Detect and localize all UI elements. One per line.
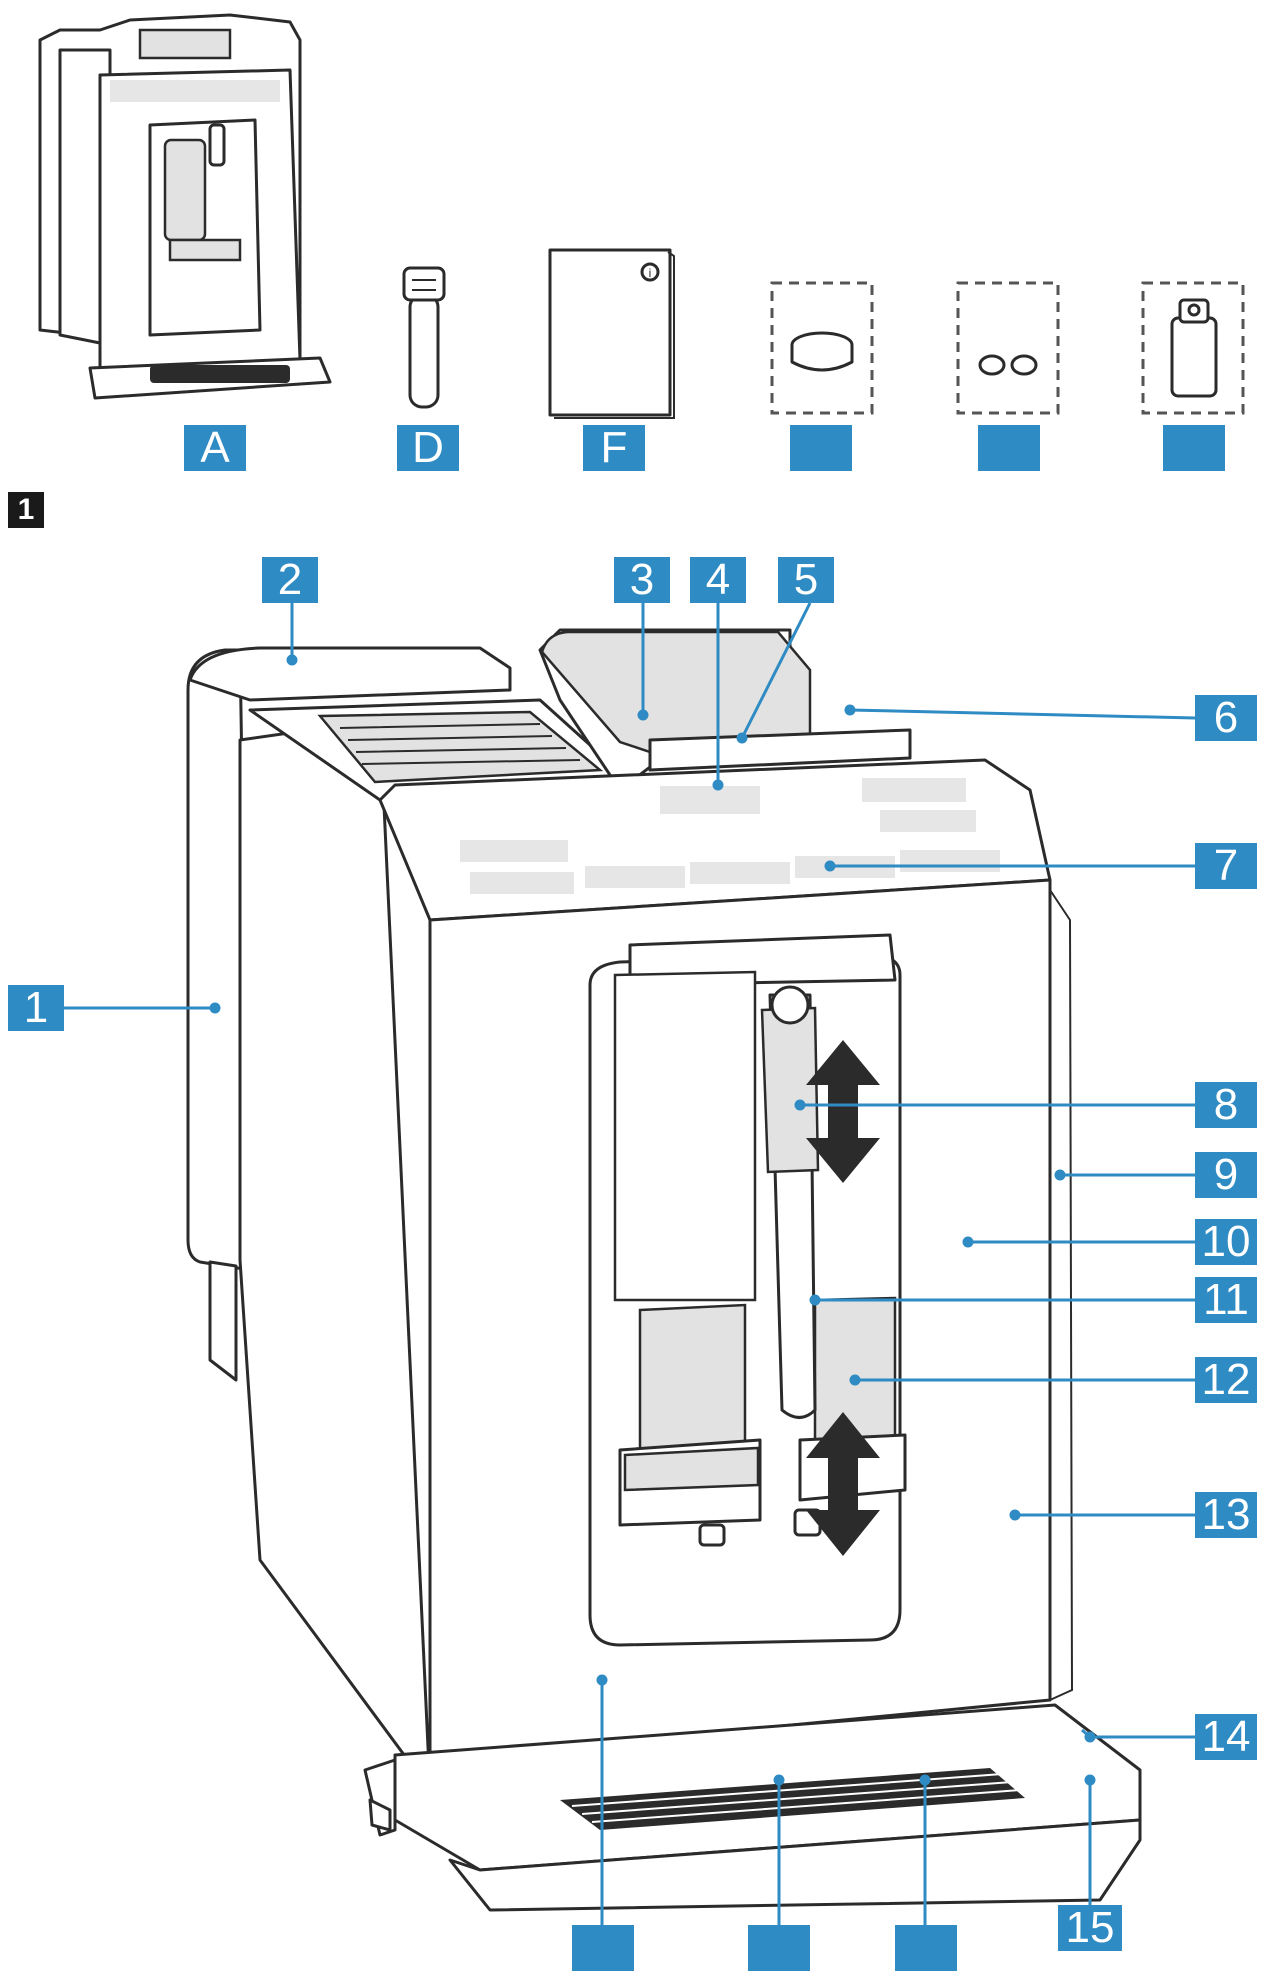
figure-number-tag: 1 bbox=[8, 492, 44, 528]
callout-14: 14 bbox=[1195, 1714, 1257, 1760]
main-machine-illustration bbox=[186, 628, 1142, 1912]
instruction-manual-illustration: i bbox=[548, 248, 675, 419]
accessory-label-a: A bbox=[184, 425, 246, 471]
callout-4: 4 bbox=[690, 557, 746, 603]
svg-text:i: i bbox=[649, 266, 652, 280]
bottom-label-3 bbox=[895, 1925, 957, 1971]
small-machine-illustration bbox=[38, 13, 332, 400]
callout-5: 5 bbox=[778, 557, 834, 603]
callout-2: 2 bbox=[262, 557, 318, 603]
accessory-label-f: F bbox=[583, 425, 645, 471]
milk-tube-illustration bbox=[402, 266, 446, 409]
callout-11: 11 bbox=[1195, 1277, 1257, 1323]
accessory-label-6 bbox=[1163, 425, 1225, 471]
cleaning-tablets-box bbox=[956, 281, 1060, 415]
accessory-label-5 bbox=[978, 425, 1040, 471]
bottom-label-1 bbox=[572, 1925, 634, 1971]
accessory-label-4 bbox=[790, 425, 852, 471]
bottom-label-2 bbox=[748, 1925, 810, 1971]
descaling-tablet-box bbox=[770, 281, 874, 415]
accessory-label-d: D bbox=[397, 425, 459, 471]
callout-7: 7 bbox=[1195, 843, 1257, 889]
callout-8: 8 bbox=[1195, 1082, 1257, 1128]
callout-10: 10 bbox=[1195, 1219, 1257, 1265]
callout-13: 13 bbox=[1195, 1492, 1257, 1538]
callout-6: 6 bbox=[1195, 695, 1257, 741]
callout-15: 15 bbox=[1058, 1905, 1122, 1951]
water-filter-box bbox=[1141, 281, 1245, 415]
leader-lines bbox=[58, 602, 1196, 1925]
callout-1: 1 bbox=[8, 985, 64, 1031]
callout-9: 9 bbox=[1195, 1152, 1257, 1198]
callout-3: 3 bbox=[614, 557, 670, 603]
callout-12: 12 bbox=[1195, 1357, 1257, 1403]
